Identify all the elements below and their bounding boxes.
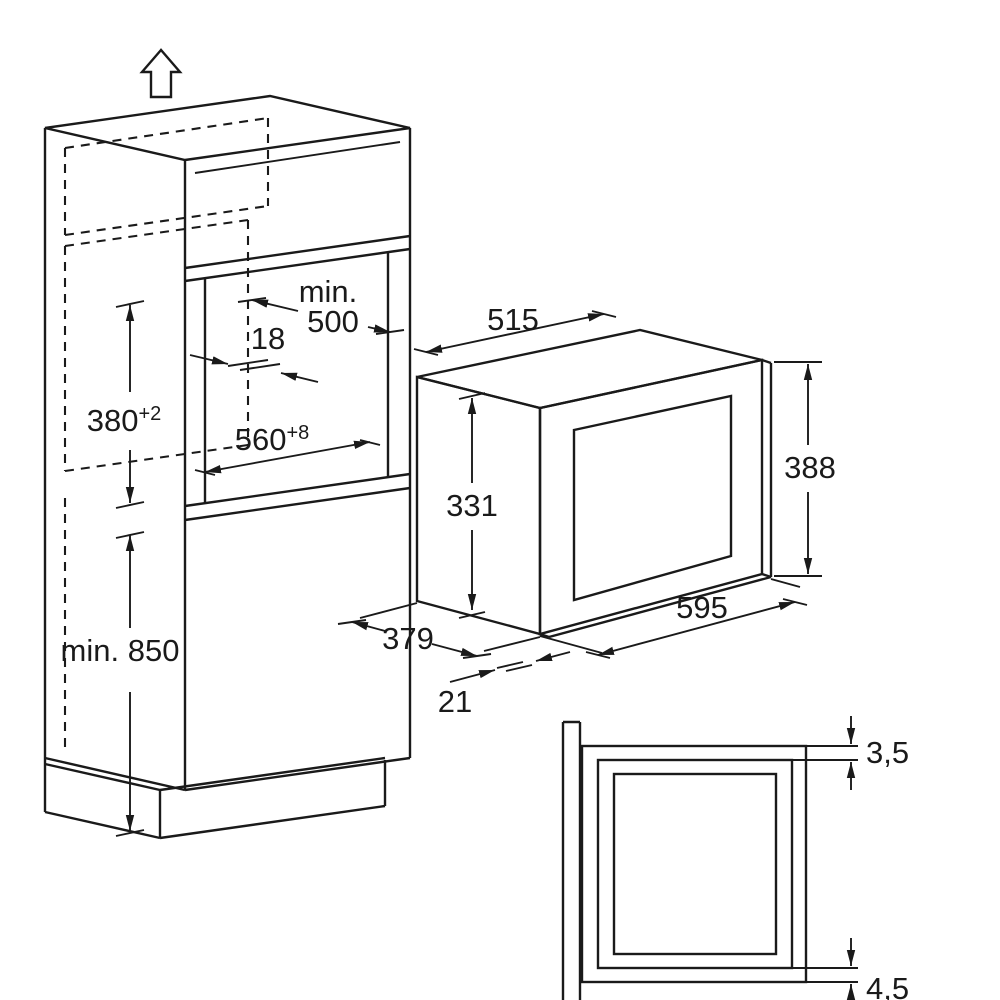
cabinet-plinth	[43, 756, 387, 840]
dim-body-depth: 379	[337, 602, 541, 659]
cabinet-hidden-edges-upper	[63, 116, 270, 237]
dim-frame-width: 595	[539, 578, 808, 659]
dim-body-width-value: 515	[487, 302, 539, 337]
dim-frame-thickness: 18	[189, 321, 319, 383]
dim-bottom-overlap-value: 4,5	[866, 971, 909, 1000]
cabinet-drawing	[43, 48, 412, 840]
dim-body-height-value: 331	[446, 488, 498, 523]
dim-body-width: 515	[413, 302, 617, 356]
dim-top-overlap-value: 3,5	[866, 735, 909, 770]
dim-top-overlap: 3,5	[792, 716, 909, 790]
dim-niche-height: 380+2	[87, 300, 162, 509]
detail-door-window	[612, 772, 778, 956]
detail-frame-inner	[596, 758, 794, 970]
microwave-door-window	[572, 394, 733, 602]
airflow-up-arrow-icon	[139, 48, 183, 99]
dim-niche-depth-min: min. 500	[237, 274, 405, 339]
dim-frame-protrusion-value: 21	[438, 684, 472, 719]
dim-niche-width: 560+8	[194, 422, 381, 476]
dim-bottom-overlap: 4,5	[792, 938, 909, 1000]
dim-niche-height-value: 380+2	[87, 403, 162, 438]
dim-niche-width-value: 560+8	[235, 422, 310, 457]
dim-body-height: 331	[446, 392, 498, 619]
dim-frame-protrusion: 21	[438, 651, 571, 719]
section-detail-drawing	[561, 720, 808, 1000]
dim-body-depth-value: 379	[382, 621, 434, 656]
cabinet-hidden-edges-niche	[63, 218, 250, 748]
dim-niche-depth-label: min.	[299, 274, 358, 309]
microwave-dimensions: 515 331 388 595	[337, 302, 836, 719]
detail-dimensions: 3,5 4,5	[792, 716, 909, 1000]
dim-frame-height-value: 388	[784, 450, 836, 485]
detail-frame-outer	[580, 744, 808, 984]
cabinet-dimensions: min. 500 18 380+2 560+8	[61, 274, 405, 837]
dim-floor-clearance-value: min. 850	[61, 633, 180, 668]
dim-niche-depth-value: 500	[307, 304, 359, 339]
cabinet-top-face	[44, 94, 411, 162]
dim-frame-thickness-value: 18	[251, 321, 285, 356]
dim-floor-clearance: min. 850	[61, 531, 180, 837]
dim-frame-height: 388	[774, 361, 836, 577]
dim-frame-width-value: 595	[676, 590, 728, 625]
microwave-drawing	[415, 328, 773, 639]
